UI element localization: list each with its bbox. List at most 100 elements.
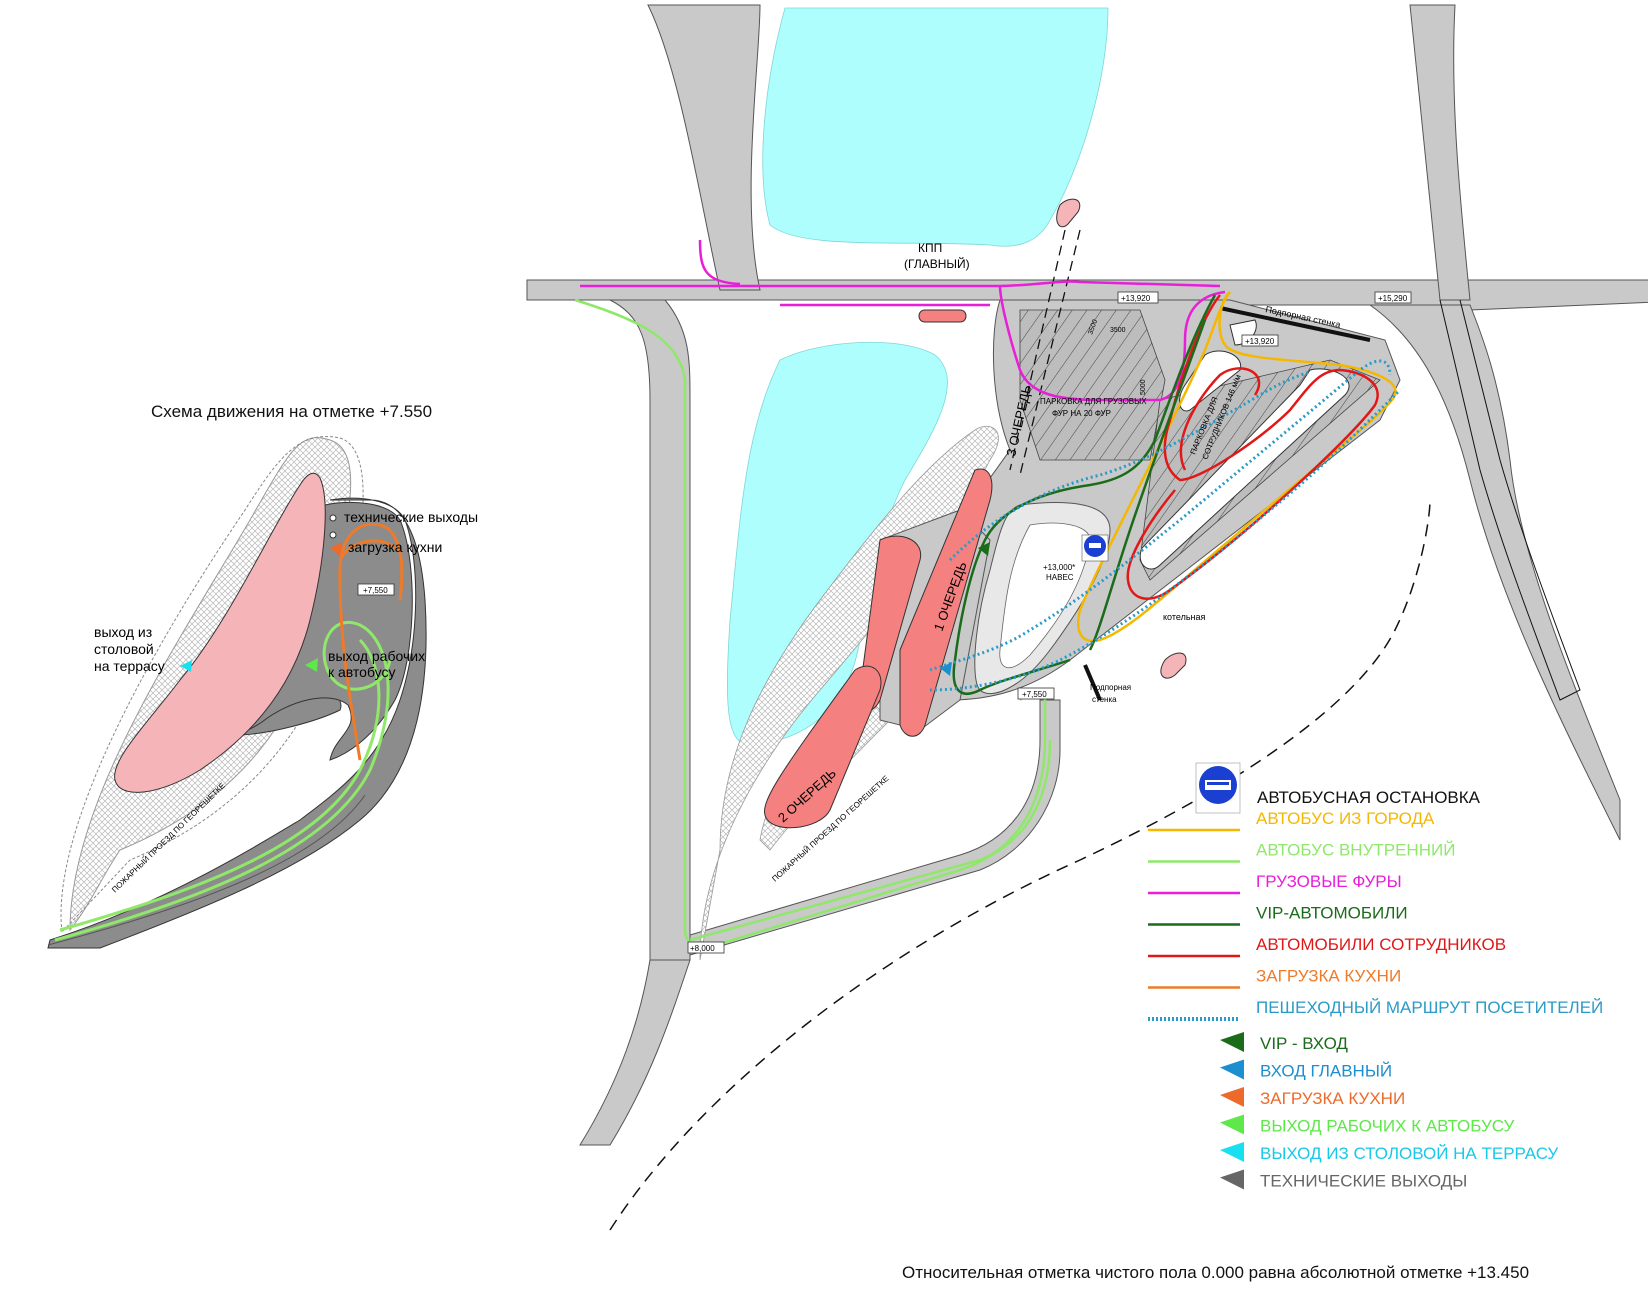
legend-line-label: АВТОБУС ИЗ ГОРОДА	[1256, 809, 1435, 828]
legend-graphics	[1148, 762, 1244, 1190]
route-vip	[952, 294, 1217, 695]
vip-entrance-arrow	[978, 542, 990, 556]
route-pedestrian	[929, 359, 1402, 692]
legend-arrow-label: ЗАГРУЗКА КУХНИ	[1260, 1089, 1405, 1108]
inset-level: +7,550	[363, 586, 388, 595]
elev-8000: +8,000	[690, 944, 715, 953]
retaining-wall-top	[1219, 306, 1371, 342]
inset-building	[114, 472, 326, 793]
tag-13920a	[1117, 291, 1159, 304]
north-pavilion	[1056, 198, 1081, 228]
canopy-inner	[999, 522, 1091, 668]
highway-outline	[1439, 299, 1581, 701]
legend-arrow-icon	[1220, 1142, 1244, 1162]
route-bus-internal-2	[689, 739, 1052, 942]
legend-line-texts: АВТОБУС ИЗ ГОРОДА АВТОБУС ВНУТРЕННИЙ ГРУЗО…	[1256, 809, 1603, 1017]
elev-13920b: +13,920	[1245, 337, 1275, 346]
retaining-wall-bottom-1: Подпорная	[1090, 683, 1131, 692]
water-south	[726, 341, 948, 746]
legend-arrow-icon	[1220, 1059, 1244, 1080]
legend-line-label: ЗАГРУЗКА КУХНИ	[1256, 967, 1401, 986]
legend-arrow-icon	[1220, 1032, 1244, 1052]
route-bus-city	[1076, 291, 1397, 643]
route-staff	[1126, 294, 1379, 600]
inset-arrow-workers	[305, 658, 318, 672]
legend-arrow-label: VIP - ВХОД	[1260, 1034, 1348, 1053]
kpp-line1: КПП	[918, 241, 942, 255]
kpp-booth	[918, 309, 967, 323]
dim-3500: 3500	[1110, 327, 1126, 334]
dim-5000: 5000	[1140, 379, 1147, 395]
queue3-dashed-1	[1009, 229, 1066, 471]
legend-line-label: VIP-АВТОМОБИЛИ	[1256, 904, 1408, 923]
building-queue2	[763, 665, 882, 829]
inset-tech-exit-marker	[329, 514, 337, 522]
legend-line-label: АВТОБУС ВНУТРЕННИЙ	[1256, 841, 1455, 860]
inset-plan	[47, 436, 427, 949]
staff-island-1	[1179, 350, 1242, 412]
road-west-vertical	[609, 299, 691, 961]
legend-arrow-label: ВЫХОД ИЗ СТОЛОВОЙ НА ТЕРРАСУ	[1260, 1144, 1558, 1163]
canopy-level: +13,000*	[1043, 563, 1075, 572]
queue3-dashed-2	[1019, 229, 1081, 476]
boiler-label: котельная	[1163, 612, 1205, 622]
road-southwest	[579, 959, 691, 1146]
legend-line-label: АВТОМОБИЛИ СОТРУДНИКОВ	[1256, 935, 1506, 954]
inset-exit-line2: столовой	[94, 641, 154, 657]
retaining-wall-bottom	[1083, 664, 1102, 701]
elev-15290: +15,290	[1378, 294, 1408, 303]
road-east-curve	[1368, 304, 1621, 841]
inset-arrow-kitchen	[330, 542, 342, 556]
route-bus-internal	[574, 298, 1047, 949]
inset-title: Схема движения на отметке +7.550	[151, 402, 432, 421]
dashed-boundary	[609, 499, 1431, 1231]
truck-parking-line1: ПАРКОВКА ДЛЯ ГРУЗОВЫХ	[1040, 397, 1147, 406]
inset-tech-exits: технические выходы	[344, 509, 478, 525]
legend-arrow-label: ВЫХОД РАБОЧИХ К АВТОБУСУ	[1260, 1117, 1515, 1136]
retaining-wall-bottom-2: стенка	[1092, 695, 1117, 704]
inset-exit-line1: выход из	[94, 624, 152, 640]
legend-arrow-label: ВХОД ГЛАВНЫЙ	[1260, 1062, 1392, 1081]
dim-3500b: 3500	[1087, 319, 1099, 336]
tag-7550	[1017, 687, 1055, 700]
inset-route-orange	[338, 522, 404, 761]
inset-workers-line1: выход рабочих	[328, 648, 425, 664]
road-north-left	[647, 4, 761, 291]
inset-tech-exit-marker-2	[329, 531, 337, 539]
elev-7550: +7,550	[1022, 690, 1047, 699]
inset-route-orange-2	[338, 539, 396, 561]
legend-line-label: ПЕШЕХОДНЫЙ МАРШРУТ ПОСЕТИТЕЛЕЙ	[1256, 998, 1603, 1017]
elev-13920a: +13,920	[1121, 294, 1151, 303]
legend-line-label: ГРУЗОВЫЕ ФУРЫ	[1256, 872, 1402, 891]
truck-parking-stalls	[1019, 309, 1166, 461]
inset-arrow-terrace	[180, 660, 192, 672]
tag-15290	[1374, 291, 1412, 304]
building-queue1	[899, 468, 993, 737]
legend-arrow-label: ТЕХНИЧЕСКИЕ ВЫХОДЫ	[1260, 1172, 1467, 1191]
legend-arrow-icon	[1220, 1114, 1244, 1135]
footer-note: Относительная отметка чистого пола 0.000…	[902, 1263, 1529, 1282]
tag-8000	[687, 941, 725, 954]
truck-parking-line2: ФУР НА 20 ФУР	[1052, 409, 1111, 418]
bus-stop-sign-map	[1081, 534, 1109, 562]
route-trucks	[580, 239, 1226, 402]
legend-arrow-icon	[1220, 1087, 1244, 1107]
road-northeast	[1409, 4, 1471, 301]
legend-arrow-swatches	[1220, 1032, 1244, 1190]
legend-line-swatches	[1148, 828, 1240, 1021]
inset-workers-line2: к автобусу	[328, 664, 396, 680]
main-site	[526, 4, 1648, 1231]
legend-bus-stop-label: АВТОБУСНАЯ ОСТАНОВКА	[1257, 788, 1481, 807]
inset-level-tag	[357, 583, 395, 596]
main-entrance-arrow	[940, 662, 952, 676]
inset-route-dark	[47, 794, 366, 946]
water-north	[762, 7, 1109, 247]
inset-route-green-2	[59, 638, 381, 932]
canopy-label: НАВЕС	[1046, 573, 1074, 582]
legend-bus-stop-icon	[1195, 762, 1241, 814]
kpp-line2: (ГЛАВНЫЙ)	[904, 256, 970, 271]
boiler-house	[1160, 652, 1187, 679]
inset-exit-line3: на террасу	[94, 658, 165, 674]
legend-arrow-texts: VIP - ВХОД ВХОД ГЛАВНЫЙ ЗАГРУЗКА КУХНИ ВЫХО…	[1260, 1034, 1558, 1191]
